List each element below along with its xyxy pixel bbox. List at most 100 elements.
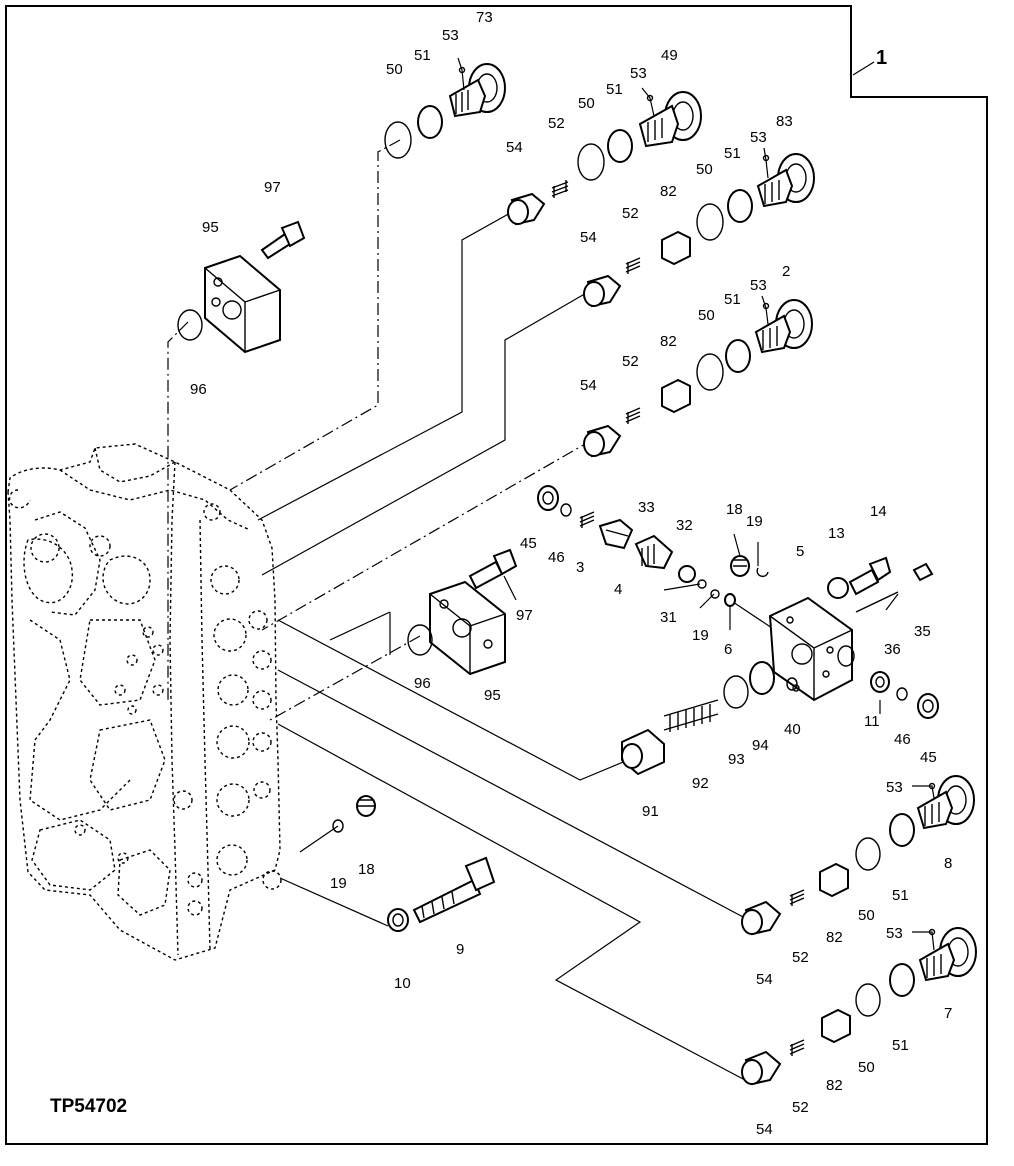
label-96: 96 (190, 381, 207, 398)
label-14: 14 (870, 503, 887, 520)
backup-ring-51d (725, 339, 751, 373)
spool-54b (583, 274, 622, 308)
label-91: 91 (642, 803, 659, 820)
figure-frame (5, 5, 988, 1145)
washer-13 (827, 577, 849, 599)
spring-52e (789, 1039, 805, 1056)
spring-92 (663, 699, 719, 732)
plug-7 (918, 927, 977, 982)
spring-52a (551, 180, 569, 198)
o-ring-94 (749, 661, 775, 695)
label-82: 82 (660, 183, 677, 200)
block-82a (661, 230, 691, 266)
washer-10 (387, 908, 409, 932)
label-51: 51 (724, 145, 741, 162)
label-4: 4 (614, 581, 622, 598)
spool-54c (583, 424, 622, 458)
block-5 (768, 596, 855, 702)
pin-36 (855, 591, 899, 613)
label-52: 52 (548, 115, 565, 132)
label-93: 93 (728, 751, 745, 768)
poppet-4 (598, 518, 634, 550)
spring-52b (625, 257, 641, 274)
label-7: 7 (944, 1005, 952, 1022)
plug-18a (730, 555, 750, 577)
bolt-14 (848, 556, 892, 596)
label-45: 45 (520, 535, 537, 552)
flange-95a (204, 254, 281, 354)
spool-54a (507, 192, 546, 226)
spool-54d (741, 900, 782, 936)
plug-49 (638, 91, 702, 148)
label-5: 5 (796, 543, 804, 560)
label-92: 92 (692, 775, 709, 792)
label-51: 51 (892, 1037, 909, 1054)
label-11: 11 (864, 713, 880, 730)
label-50: 50 (696, 161, 713, 178)
label-53: 53 (750, 277, 767, 294)
flange-95b (429, 580, 506, 676)
label-97: 97 (264, 179, 281, 196)
label-35: 35 (914, 623, 931, 640)
label-50: 50 (386, 61, 403, 78)
block-82c (819, 862, 849, 898)
plug-18b (356, 795, 376, 817)
label-45: 45 (920, 749, 937, 766)
washer-32 (678, 565, 696, 583)
spring-52d (789, 889, 805, 906)
plug-8 (916, 775, 975, 830)
label-36: 36 (884, 641, 901, 658)
bolt-97b (468, 548, 518, 590)
label-53: 53 (886, 925, 903, 942)
label-6: 6 (724, 641, 732, 658)
label-32: 32 (676, 517, 693, 534)
spring-52c (625, 407, 641, 424)
label-52: 52 (792, 1099, 809, 1116)
label-54: 54 (756, 971, 773, 988)
label-97: 97 (516, 607, 533, 624)
o-ring-46b (896, 687, 908, 701)
part-labels: 73 53 51 50 49 53 51 50 1 83 53 51 50 52… (50, 9, 952, 1138)
o-ring-19a (710, 589, 720, 599)
spring-3 (579, 511, 595, 528)
label-33: 33 (638, 499, 655, 516)
plug-11 (870, 671, 890, 693)
label-52: 52 (622, 205, 639, 222)
plug-45a (537, 485, 559, 511)
spool-91 (621, 728, 665, 776)
label-19: 19 (746, 513, 763, 530)
label-18: 18 (358, 861, 375, 878)
backup-ring-51a (417, 105, 443, 139)
label-53: 53 (886, 779, 903, 796)
label-82: 82 (660, 333, 677, 350)
o-ring-50f (855, 983, 881, 1017)
label-51: 51 (606, 81, 623, 98)
label-95: 95 (202, 219, 219, 236)
plug-45b (917, 693, 939, 719)
label-94: 94 (752, 737, 769, 754)
label-96: 96 (414, 675, 431, 692)
label-53: 53 (630, 65, 647, 82)
label-9: 9 (456, 941, 464, 958)
label-31: 31 (660, 609, 677, 626)
label-51: 51 (892, 887, 909, 904)
o-ring-93 (723, 675, 749, 709)
o-ring-96b (407, 624, 433, 656)
o-ring-40 (786, 677, 798, 691)
backup-ring-51b (607, 129, 633, 163)
plug-73 (448, 63, 506, 118)
label-54: 54 (756, 1121, 773, 1138)
label-3: 3 (576, 559, 584, 576)
backup-ring-51c (727, 189, 753, 223)
label-54: 54 (580, 377, 597, 394)
label-54: 54 (506, 139, 523, 156)
plug-2 (754, 299, 813, 354)
label-10: 10 (394, 975, 411, 992)
seat-33 (634, 534, 674, 570)
label-52: 52 (792, 949, 809, 966)
o-ring-19b (756, 567, 769, 578)
label-54: 54 (580, 229, 597, 246)
o-ring-96a (177, 309, 203, 341)
label-83: 83 (776, 113, 793, 130)
o-ring-50c (696, 203, 724, 241)
